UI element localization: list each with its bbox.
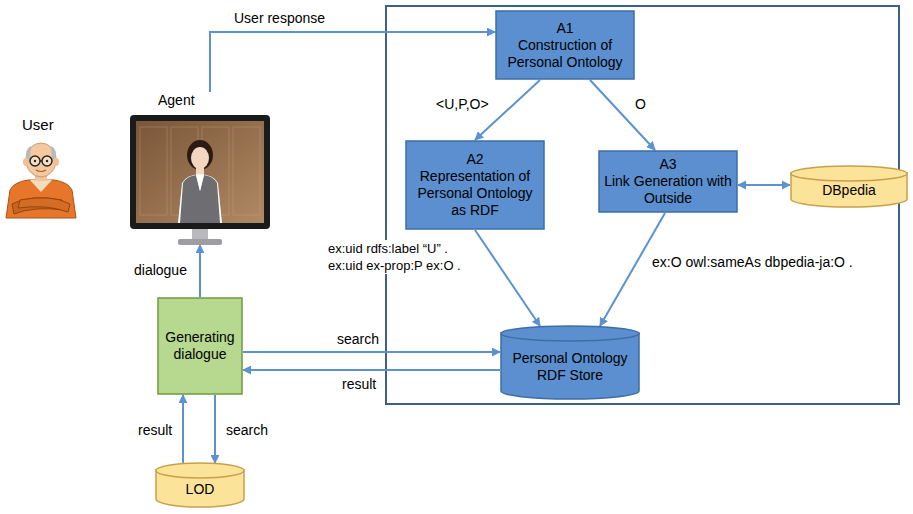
step-id: A3	[604, 156, 732, 173]
process-box: A2Representation of Personal Ontology as…	[405, 140, 545, 230]
database-cylinder: LOD	[155, 462, 245, 508]
connector-arrow	[590, 80, 655, 150]
connector-arrow	[210, 32, 495, 92]
step-id: A1	[501, 20, 629, 37]
process-box: A3Link Generation with Outside	[598, 150, 738, 213]
actor-label: User	[22, 116, 54, 134]
node-text: Agent	[158, 92, 270, 109]
node-text: LOD	[161, 481, 239, 498]
node-text: Construction of Personal Ontology	[501, 37, 629, 71]
database-cylinder: DBpedia	[790, 165, 908, 208]
edge-label: search	[224, 422, 270, 439]
connector-arrow	[199, 245, 201, 297]
node-text: Link Generation with Outside	[604, 173, 732, 207]
edge-label: ex:uid rdfs:label “U” . ex:uid ex-prop:P…	[326, 240, 472, 274]
node-text: Representation of Personal Ontology as R…	[411, 168, 539, 219]
store-cylinder: Personal Ontology RDF Store	[500, 325, 640, 400]
edge-label: result	[136, 422, 174, 439]
node-text: Generating dialogue	[163, 329, 237, 363]
node-text: DBpedia	[796, 182, 902, 199]
connector-arrow	[243, 369, 500, 371]
process-box: A1Construction of Personal Ontology	[495, 10, 635, 80]
edge-label: O	[633, 96, 648, 113]
edge-label: User response	[232, 10, 327, 27]
edge-label: <U,P,O>	[434, 96, 491, 113]
user-illustration	[0, 138, 82, 220]
connector-arrow	[738, 184, 790, 186]
connector-arrow	[182, 395, 184, 463]
monitor-illustration	[130, 115, 270, 245]
edge-label: search	[335, 331, 381, 348]
connector-arrow	[214, 395, 216, 463]
connector-arrow	[243, 351, 500, 353]
connector-arrow	[475, 230, 540, 326]
agent-monitor: Agent	[130, 92, 270, 245]
edge-label: dialogue	[132, 262, 189, 279]
step-id: A2	[411, 151, 539, 168]
process-box: Generating dialogue	[157, 297, 243, 395]
edge-label: result	[340, 376, 378, 393]
edge-label: ex:O owl:sameAs dbpedia-ja:O .	[650, 254, 855, 271]
node-text: Personal Ontology RDF Store	[506, 350, 634, 384]
